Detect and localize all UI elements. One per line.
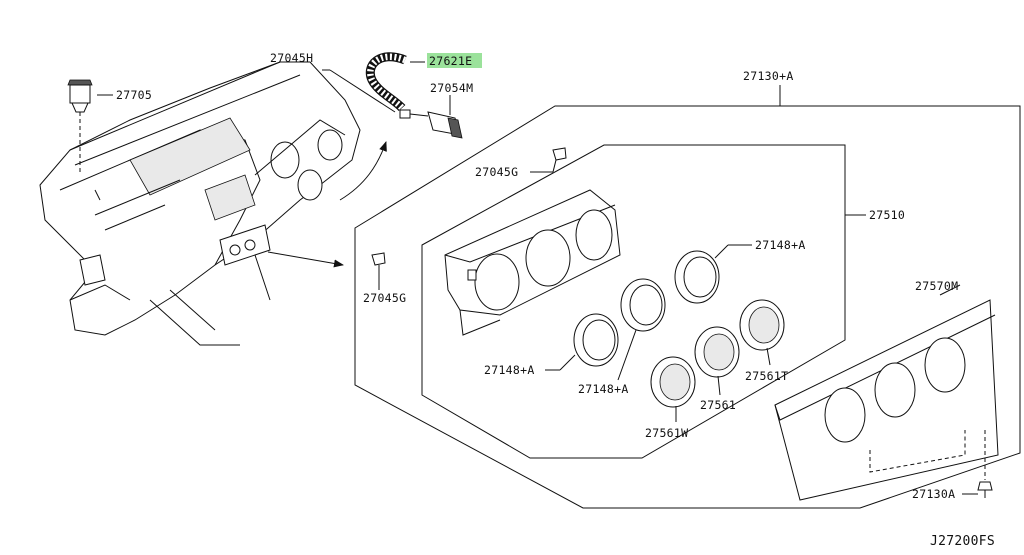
label-27561T: 27561T — [745, 369, 788, 383]
dashboard-assembly — [39, 61, 387, 346]
part-27054M-connector — [427, 95, 463, 139]
label-27130A-bottom: 27130A — [912, 487, 955, 501]
highlight-27621E — [427, 53, 482, 68]
label-27148A-lower: 27148+A — [484, 363, 535, 377]
part-27045G-clip-upper — [530, 147, 567, 173]
knob-27148A-upper — [674, 244, 752, 304]
knob-27148A-lower — [545, 313, 619, 371]
dial-27561W — [650, 356, 696, 422]
assembly-outline-27510 — [421, 144, 846, 459]
label-27621E: 27621E — [429, 54, 472, 68]
label-27045G-upper: 27045G — [475, 165, 518, 179]
label-27561: 27561 — [700, 398, 736, 412]
label-27148A-upper: 27148+A — [755, 238, 806, 252]
label-27705: 27705 — [116, 88, 152, 102]
diagram-id: J27200FS — [930, 534, 995, 549]
label-27148A-middle: 27148+A — [578, 382, 629, 396]
label-27510: 27510 — [869, 208, 905, 222]
part-27045G-clip-lower — [371, 252, 386, 290]
finisher-panel-27570M — [774, 284, 999, 501]
heater-control-housing — [444, 189, 621, 336]
part-27621E-harness — [365, 52, 425, 112]
assembly-outline-27130A — [354, 105, 1021, 509]
label-27054M: 27054M — [430, 81, 473, 95]
dial-27561 — [694, 326, 740, 396]
dial-27561T — [739, 299, 785, 366]
knob-27148A-middle — [617, 278, 666, 381]
label-27570M: 27570M — [915, 279, 958, 293]
label-27045G-lower: 27045G — [363, 291, 406, 305]
label-27130A-top: 27130+A — [743, 69, 794, 83]
label-27561W: 27561W — [645, 426, 688, 440]
part-27045H-screw — [322, 69, 429, 119]
part-27130A-screw — [962, 430, 993, 498]
label-27045H: 27045H — [270, 51, 313, 65]
